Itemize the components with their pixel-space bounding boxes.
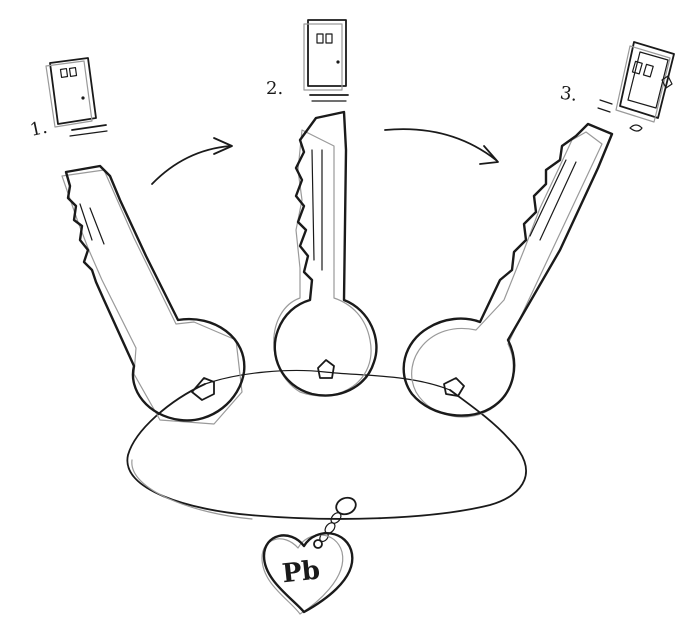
step-2-number: 2. <box>266 78 283 99</box>
key-2-icon <box>273 110 378 397</box>
arrow-1-to-2-icon <box>151 137 233 185</box>
door-3-icon <box>597 41 675 132</box>
tag-label: Pb <box>281 556 322 590</box>
door-2-icon <box>303 19 349 102</box>
tag-chain <box>313 496 357 549</box>
key-ring <box>126 369 527 520</box>
arrow-2-to-3-icon <box>384 128 499 165</box>
key-3-icon <box>402 122 614 418</box>
heart-tag-icon <box>261 532 354 615</box>
key-1-icon <box>61 164 246 425</box>
door-1-icon <box>45 57 108 137</box>
step-1-number: 1. <box>28 117 49 141</box>
step-3-number: 3. <box>559 83 579 106</box>
